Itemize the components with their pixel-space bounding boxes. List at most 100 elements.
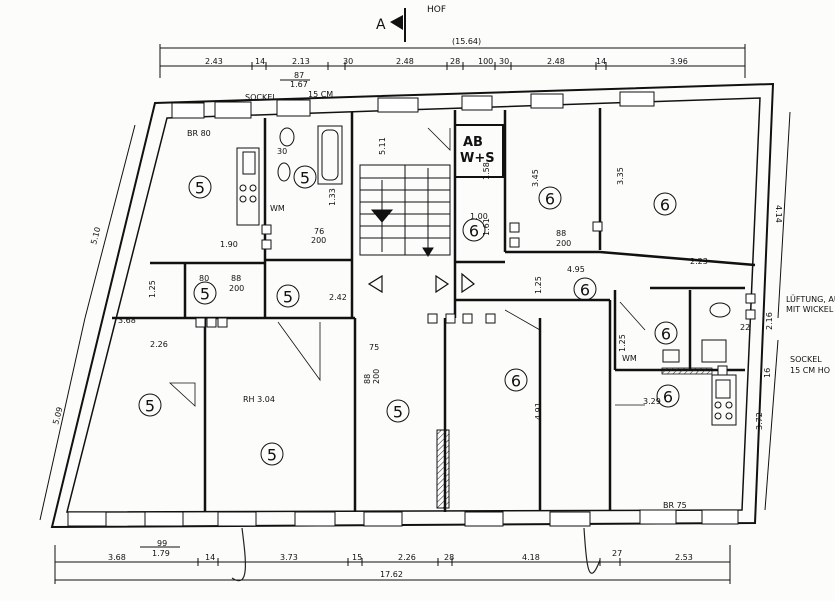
dim-label: 1.25 [618, 334, 627, 352]
side-dim: 4.14 [774, 205, 783, 223]
bottom-windows [67, 509, 739, 527]
room-number: 6 [545, 190, 555, 209]
dim-label: 75 [369, 343, 379, 352]
room-number: 5 [283, 288, 293, 307]
room-marker [188, 175, 212, 199]
dim-label: 2.53 [675, 553, 693, 562]
dim-label: 1.00 [470, 212, 488, 221]
dim-label: 30 [277, 147, 287, 156]
room-marker [276, 284, 300, 308]
room-marker [386, 399, 410, 423]
dim-label: 14 [596, 57, 606, 66]
dim-label: 1.58 [482, 162, 491, 180]
dim-label: 1.25 [534, 276, 543, 294]
staircase [359, 164, 451, 257]
room-number: 5 [200, 285, 210, 304]
dim-label: 99 [157, 539, 167, 548]
top-dim-labels: 2.43 14 2.13 30 2.48 28 100 30 2.48 14 3… [205, 57, 688, 89]
room-number: 5 [145, 397, 155, 416]
room-marker [193, 281, 217, 305]
sockel-right-label-2: 15 CM HO [790, 366, 830, 375]
side-dim: 16 [763, 368, 772, 378]
room-marker [573, 277, 597, 301]
room-marker [654, 321, 678, 345]
wm-label: WM [622, 354, 637, 363]
room-marker [504, 368, 528, 392]
room-number: 6 [660, 196, 670, 215]
dim-label: 2.42 [329, 293, 347, 302]
side-dimension-lines [39, 111, 791, 521]
shafts [195, 221, 756, 376]
dim-label: 3.35 [616, 167, 625, 185]
luftung-label: LÜFTUNG, AU [786, 294, 835, 304]
dim-label: 100 [478, 57, 493, 66]
handwritten-note: AB [463, 135, 483, 150]
cm-label: 15 CM [308, 90, 333, 99]
side-dim: 5.09 [51, 406, 64, 426]
dim-label: 2.23 [690, 257, 708, 266]
pen-marks [231, 527, 601, 582]
dim-label: 76 [314, 227, 324, 236]
sockel-label: SOCKEL [245, 93, 277, 102]
courtyard-label: HOF [427, 5, 446, 15]
luftung-label-2: MIT WICKEL [786, 305, 834, 314]
bottom-dim-labels: 3.68 14 3.73 15 2.26 28 4.18 27 2.53 99 … [108, 539, 693, 579]
side-dim: 3.72 [755, 412, 764, 430]
dim-label: 2.48 [547, 57, 565, 66]
br75-label: BR 75 [663, 501, 687, 510]
side-dim: 2.16 [765, 312, 774, 330]
top-dimension-lines [159, 44, 746, 81]
top-windows [171, 91, 655, 119]
dim-label: 4.91 [534, 402, 543, 420]
dim-label: 200 [311, 236, 326, 245]
dim-label: 3.68 [118, 316, 136, 325]
dim-label: 2.48 [396, 57, 414, 66]
dim-label: 2.26 [398, 553, 416, 562]
dim-label: 3.45 [531, 169, 540, 187]
section-marker-letter: A [376, 17, 386, 33]
room-marker [260, 442, 284, 466]
dim-label: 2.43 [205, 57, 223, 66]
dim-label: 30 [343, 57, 353, 66]
dim-label: 87 [294, 71, 304, 80]
annotations: SOCKEL 15 CM BR 80 BR 75 RH 3.04 WM WM L… [187, 90, 835, 510]
dim-label: 2.13 [292, 57, 310, 66]
top-total-dim: (15.64) [452, 37, 481, 46]
room-number: 5 [300, 169, 310, 188]
interior-dims: 1.90 1.25 3.68 2.26 2.42 80 88 200 76 20… [118, 137, 750, 420]
dim-label: 27 [612, 549, 622, 558]
dim-label: 30 [499, 57, 509, 66]
room-marker [138, 393, 162, 417]
dim-label: 22 [740, 323, 750, 332]
dim-label: 4.95 [567, 265, 585, 274]
section-arrow-icon [390, 15, 403, 30]
corridor-arrows [367, 272, 476, 294]
outer-walls [50, 82, 775, 529]
room-number: 6 [663, 388, 673, 407]
dim-label: 200 [556, 239, 571, 248]
room-number: 6 [511, 372, 521, 391]
dim-label: 80 [199, 274, 209, 283]
room-number: 6 [580, 281, 590, 300]
room-number: 6 [469, 222, 479, 241]
room-marker [656, 384, 680, 408]
hatched-wall [436, 429, 450, 509]
room-marker [293, 165, 317, 189]
wm-label: WM [270, 204, 285, 213]
dim-label: 88 [231, 274, 241, 283]
dim-label: 2.26 [150, 340, 168, 349]
interior-walls [112, 108, 756, 512]
dim-label: 28 [450, 57, 460, 66]
room-number: 5 [195, 179, 205, 198]
dim-label: 1.33 [328, 188, 337, 206]
rh-label: RH 3.04 [243, 395, 275, 404]
dim-label: 14 [255, 57, 265, 66]
dim-label: 3.68 [108, 553, 126, 562]
dim-label: 4.18 [522, 553, 540, 562]
dim-label: 15 [352, 553, 362, 562]
dim-label: 3.73 [280, 553, 298, 562]
room-number: 5 [393, 403, 403, 422]
room-number-markers: 5 5 5 5 5 5 5 6 6 6 6 6 6 6 [138, 165, 680, 466]
dim-label: 1.25 [148, 280, 157, 298]
